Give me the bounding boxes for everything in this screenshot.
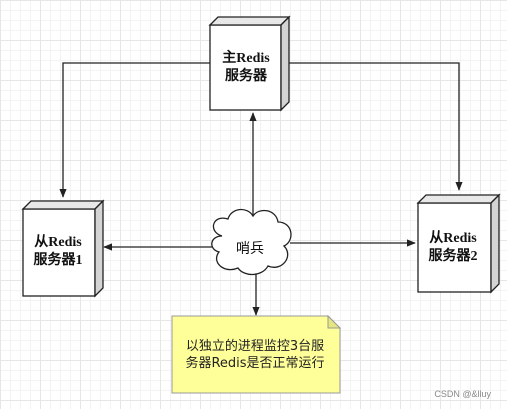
master-server-label-line2: 服务器 [225, 69, 267, 84]
note-text-line1: 以独立的进程监控3台服 [185, 339, 325, 354]
watermark: CSDN @&lluy [434, 389, 491, 399]
slave2-server-label-line1: 从Redis [429, 231, 477, 246]
sentinel-cloud [211, 208, 292, 276]
master-server-label: 主Redis 服务器 [216, 50, 276, 86]
slave2-server-box [416, 193, 501, 294]
slave2-server-label: 从Redis 服务器2 [423, 230, 483, 266]
master-to-slave2-arrow [289, 62, 463, 191]
slave1-server-label-line1: 从Redis [34, 235, 82, 250]
master-server-label-line1: 主Redis [222, 51, 270, 66]
sentinel-label: 哨兵 [236, 241, 264, 257]
slave1-server-label: 从Redis 服务器1 [28, 234, 88, 270]
slave2-server-label-line2: 服务器2 [428, 249, 478, 264]
master-to-slave1-arrow [59, 62, 210, 198]
slave1-server-box [21, 199, 105, 298]
note-text-line2: 务器Redis是否正常运行 [185, 356, 325, 371]
note-shape [171, 314, 342, 394]
note-text: 以独立的进程监控3台服 务器Redis是否正常运行 [172, 338, 338, 372]
master-server-box [208, 15, 291, 112]
slave1-server-label-line2: 服务器1 [33, 253, 83, 268]
